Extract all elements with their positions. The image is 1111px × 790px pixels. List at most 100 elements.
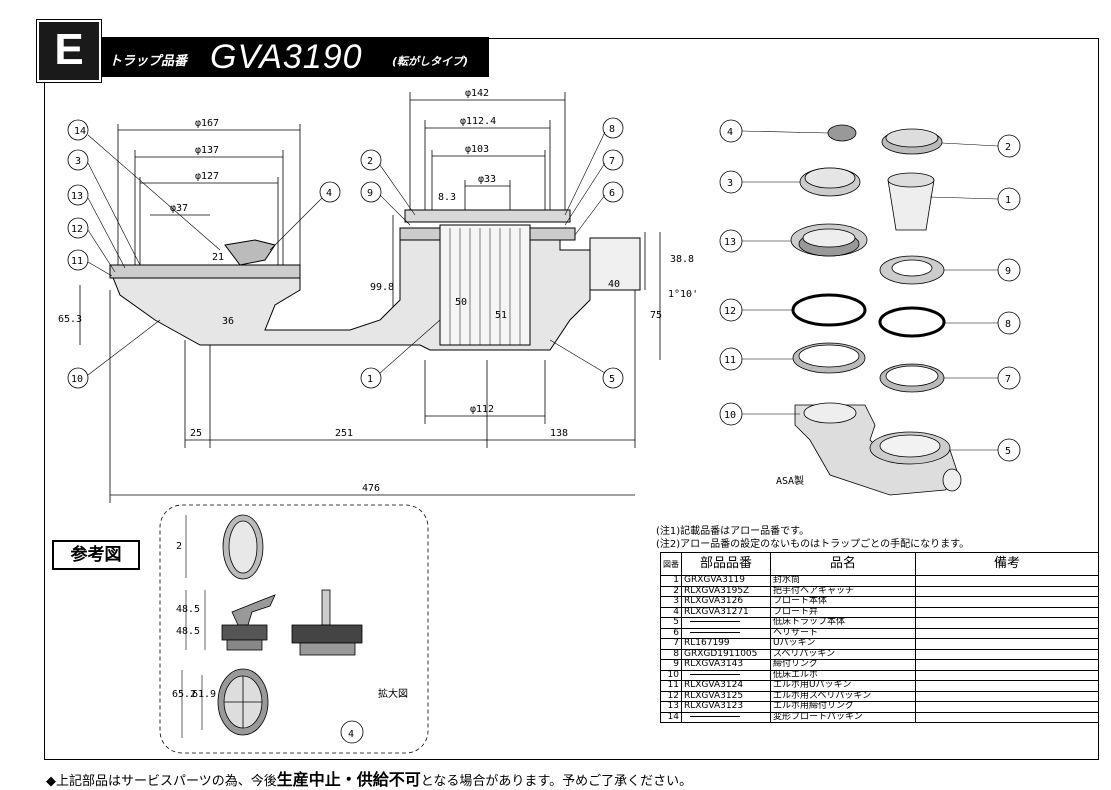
- dim-angle: 1°10': [668, 289, 698, 300]
- dim-50: 50: [455, 297, 467, 308]
- cell-code: RLXGVA31271: [681, 606, 771, 618]
- cell-no: 6: [660, 627, 682, 639]
- cell-code: RL167199: [681, 638, 771, 650]
- cell-no: 14: [660, 711, 682, 723]
- exploded-callout-11: 11: [724, 355, 736, 366]
- callout-5: 5: [609, 374, 615, 385]
- dash-line: [690, 673, 740, 675]
- cell-remark: [915, 659, 1099, 671]
- cell-remark: [915, 680, 1099, 692]
- callout-10: 10: [71, 374, 83, 385]
- cell-remark: [915, 648, 1099, 660]
- header-bar: [37, 37, 489, 77]
- cell-name: エルボ用スベリパッキン: [770, 690, 916, 702]
- dim-8-3: 8.3: [438, 192, 456, 203]
- dim-phi142: φ142: [465, 88, 489, 99]
- dim-phi112-4: φ112.4: [460, 116, 496, 127]
- cell-code: [681, 617, 771, 629]
- dash-line: [690, 621, 740, 622]
- exploded-callout-7: 7: [1005, 374, 1011, 385]
- dim-251: 251: [335, 428, 353, 439]
- cell-name: エルボ用締付リング: [770, 701, 916, 713]
- cell-remark: [915, 617, 1099, 629]
- cell-no: 11: [660, 680, 682, 692]
- ref-dim-48-5b: 48.5: [176, 626, 200, 637]
- dash-line: [690, 631, 740, 633]
- drawing-frame: [44, 38, 1099, 760]
- footer-suffix: となる場合があります。予めご了承ください。: [420, 774, 693, 789]
- dim-38-8: 38.8: [670, 254, 694, 265]
- type-note: (転がしタイプ): [392, 55, 469, 68]
- cell-no: 10: [660, 669, 682, 681]
- notes: (注1)記載品番はアロー品番です。 (注2)アロー品番の設定のないものはトラップ…: [656, 525, 969, 551]
- cell-remark: [915, 627, 1099, 639]
- callout-12: 12: [71, 224, 83, 235]
- dim-phi137: φ137: [195, 145, 219, 156]
- dim-phi112: φ112: [470, 404, 494, 415]
- ref-dim-48-5a: 48.5: [176, 604, 200, 615]
- footer-notice: ◆上記部品はサービスパーツの為、今後生産中止・供給不可となる場合があります。予め…: [46, 766, 692, 790]
- cell-no: 8: [660, 648, 682, 660]
- cell-code: [681, 669, 771, 681]
- cell-code: [681, 627, 771, 639]
- cell-no: 5: [660, 617, 682, 629]
- exploded-callout-12: 12: [724, 306, 736, 317]
- ref-part-number: 4: [348, 729, 354, 740]
- reference-figure-title: 参考図: [52, 540, 140, 570]
- exploded-callout-9: 9: [1005, 266, 1011, 277]
- cell-remark: [915, 690, 1099, 702]
- ref-dim-61-9: 61.9: [192, 689, 216, 700]
- cell-no: 13: [660, 701, 682, 713]
- cell-remark: [915, 638, 1099, 650]
- material-label: ASA製: [776, 474, 804, 487]
- footer-prefix: ◆上記部品はサービスパーツの為、今後: [46, 774, 277, 789]
- table-header-row: 図番 部品品番 品名 備考: [660, 552, 1099, 576]
- table-row: 6 ヘリサート: [660, 627, 1099, 639]
- callout-13: 13: [71, 191, 83, 202]
- callout-2: 2: [367, 156, 373, 167]
- cell-remark: [915, 575, 1099, 587]
- cell-no: 1: [660, 575, 682, 587]
- dim-99-8: 99.8: [370, 282, 394, 293]
- header-no: 図番: [660, 552, 682, 576]
- dim-phi37: φ37: [170, 203, 188, 214]
- cell-remark: [915, 669, 1099, 681]
- dim-phi167: φ167: [195, 118, 219, 129]
- section-badge: E: [37, 20, 101, 82]
- cell-name: エルボ用Uパッキン: [770, 680, 916, 692]
- dim-21: 21: [212, 252, 224, 263]
- cell-code: GRXGD1911005: [681, 648, 771, 660]
- callout-3: 3: [75, 156, 81, 167]
- callout-6: 6: [609, 188, 615, 199]
- exploded-callout-8: 8: [1005, 319, 1011, 330]
- cell-name: スベリパッキン: [770, 648, 916, 660]
- cell-code: RLXGVA3126: [681, 596, 771, 608]
- cell-name: 低床トラップ本体: [770, 617, 916, 629]
- callout-14: 14: [74, 126, 86, 137]
- note-2: (注2)アロー品番の設定のないものはトラップごとの手配になります。: [656, 539, 970, 550]
- exploded-callout-13: 13: [724, 237, 736, 248]
- cell-code: [681, 711, 771, 723]
- cell-no: 2: [660, 585, 682, 597]
- ref-dim-2: 2: [176, 541, 182, 552]
- callout-9: 9: [367, 188, 373, 199]
- exploded-callout-4: 4: [727, 127, 733, 138]
- cell-code: RLXGVA3124: [681, 680, 771, 692]
- dim-phi127: φ127: [195, 171, 219, 182]
- cell-code: GRXGVA3119: [681, 575, 771, 587]
- header-name: 品名: [770, 552, 916, 576]
- cell-no: 12: [660, 690, 682, 702]
- dash-line: [690, 715, 740, 717]
- cell-name: ヘリサート: [770, 627, 916, 639]
- table-row: 5 低床トラップ本体: [660, 617, 1099, 629]
- cell-remark: [915, 701, 1099, 713]
- ref-dim-65-2: 65.2: [172, 689, 196, 700]
- dim-36: 36: [222, 316, 234, 327]
- exploded-callout-10: 10: [724, 410, 736, 421]
